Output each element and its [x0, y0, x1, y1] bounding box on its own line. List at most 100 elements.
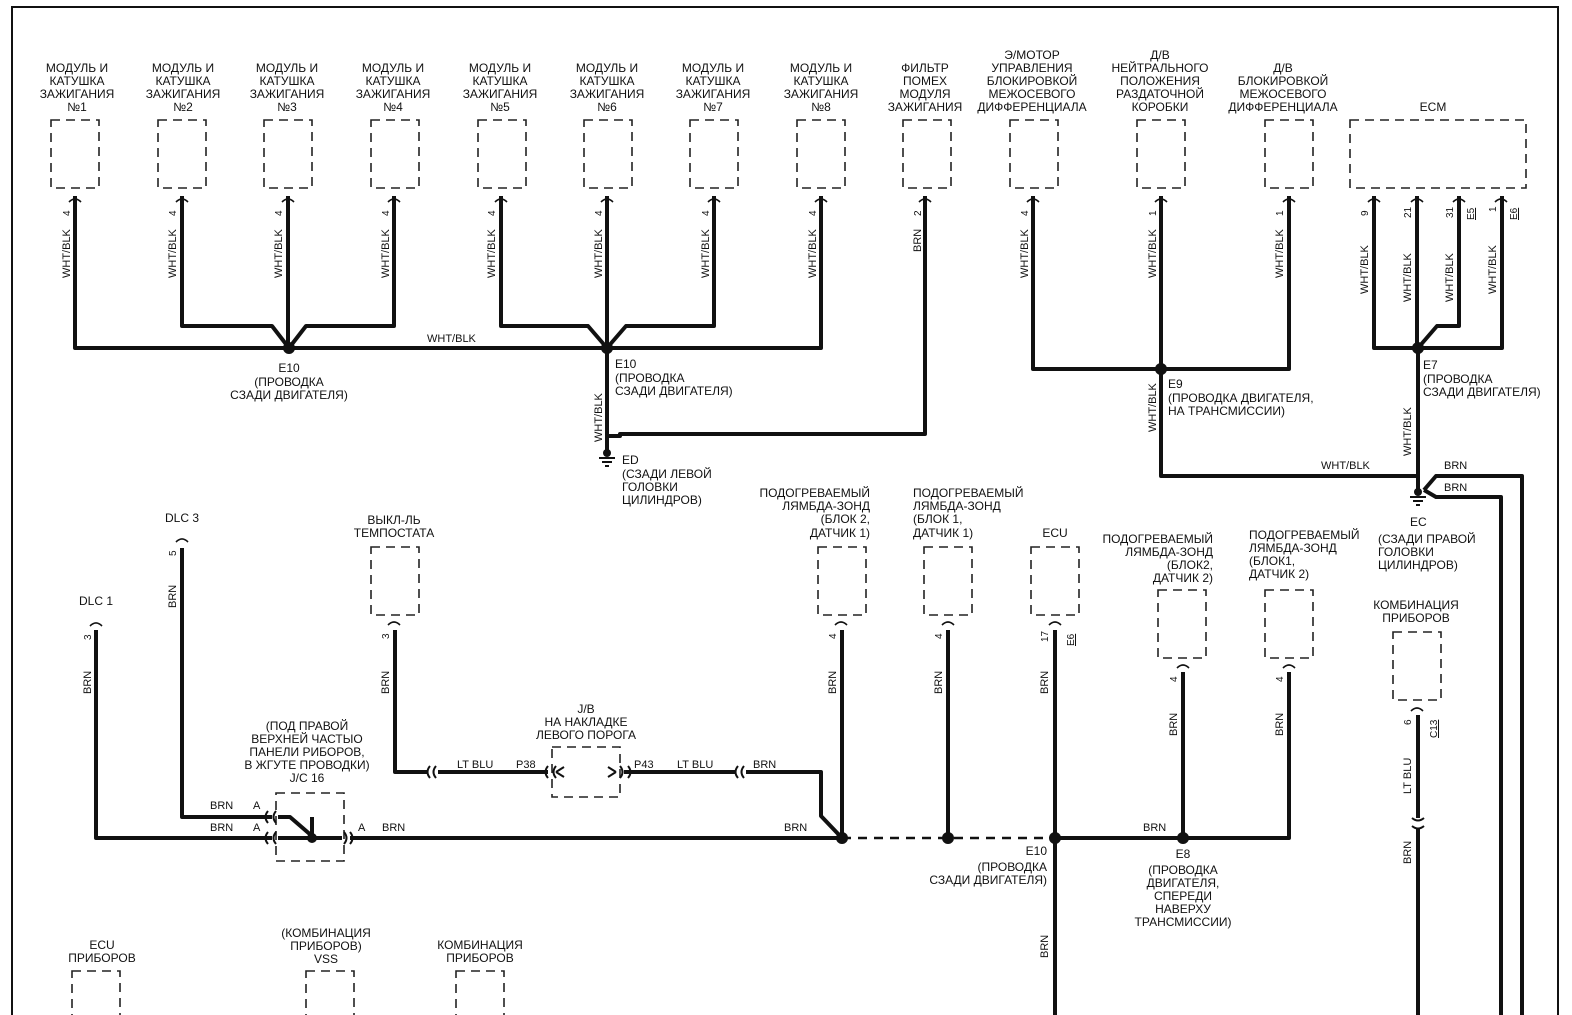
svg-text:17: 17: [1040, 630, 1051, 642]
svg-text:BRN: BRN: [1168, 713, 1180, 736]
svg-text:LT BLU: LT BLU: [457, 759, 493, 771]
svg-text:BRN: BRN: [380, 671, 392, 694]
svg-text:A: A: [253, 822, 261, 834]
svg-text:5: 5: [168, 550, 179, 556]
svg-text:WHT/BLK: WHT/BLK: [593, 228, 605, 278]
svg-text:BRN: BRN: [1143, 822, 1166, 834]
svg-text:31: 31: [1445, 206, 1456, 218]
svg-text:BRN: BRN: [382, 822, 405, 834]
svg-text:WHT/BLK: WHT/BLK: [273, 228, 285, 278]
svg-text:BRN: BRN: [167, 585, 179, 608]
top-splice-dots: [283, 342, 1424, 375]
svg-text:C13: C13: [1429, 719, 1440, 738]
svg-text:WHT/BLK: WHT/BLK: [1019, 228, 1031, 278]
svg-text:E5: E5: [1466, 207, 1477, 220]
svg-text:4: 4: [594, 210, 605, 216]
svg-text:A: A: [358, 822, 366, 834]
svg-text:BRN: BRN: [1274, 713, 1286, 736]
middle-wires: [94, 548, 1420, 1015]
svg-text:WHT/BLK: WHT/BLK: [1487, 244, 1499, 294]
svg-text:4: 4: [828, 633, 839, 639]
svg-text:ECU: ECU: [1042, 526, 1067, 540]
diagram-frame: [11, 6, 1559, 1015]
svg-text:WHT/BLK: WHT/BLK: [1321, 460, 1371, 472]
svg-text:4: 4: [808, 210, 819, 216]
svg-text:WHT/BLK: WHT/BLK: [1359, 244, 1371, 294]
svg-text:3: 3: [83, 634, 94, 640]
svg-text:BRN: BRN: [1039, 935, 1051, 958]
middle-connector-symbols: [264, 765, 1425, 845]
svg-text:BRN: BRN: [933, 671, 945, 694]
svg-text:DLC 3: DLC 3: [165, 511, 199, 525]
svg-text:2: 2: [913, 210, 924, 216]
svg-text:WHT/BLK: WHT/BLK: [1402, 406, 1414, 456]
svg-text:P38: P38: [516, 759, 536, 771]
svg-text:BRN: BRN: [82, 671, 94, 694]
svg-text:E9(ПРОВОДКА ДВИГАТЕЛЯ,НА ТРАНС: E9(ПРОВОДКА ДВИГАТЕЛЯ,НА ТРАНСМИССИИ): [1168, 377, 1314, 418]
ecm: ECM: [1349, 100, 1527, 189]
svg-text:WHT/BLK: WHT/BLK: [486, 228, 498, 278]
svg-text:BRN: BRN: [1444, 482, 1467, 494]
svg-text:A: A: [253, 800, 261, 812]
svg-text:4: 4: [274, 210, 285, 216]
svg-text:E6: E6: [1509, 207, 1520, 220]
top-pin-labels: 4 4 4 4 4 4 4 4 2 4 1 1 9 21 31 E5 1 E6: [62, 206, 1520, 220]
svg-text:WHT/BLK: WHT/BLK: [1274, 228, 1286, 278]
svg-text:WHT/BLK: WHT/BLK: [807, 228, 819, 278]
svg-text:4: 4: [62, 210, 73, 216]
svg-text:4: 4: [1169, 676, 1180, 682]
top-connector-ticks: [68, 198, 1508, 203]
svg-text:WHT/BLK: WHT/BLK: [1147, 228, 1159, 278]
svg-text:P43: P43: [634, 759, 654, 771]
svg-text:1: 1: [1488, 206, 1499, 212]
svg-text:4: 4: [487, 210, 498, 216]
svg-text:WHT/BLK: WHT/BLK: [380, 228, 392, 278]
splice-e9: E9(ПРОВОДКА ДВИГАТЕЛЯ,НА ТРАНСМИССИИ): [1168, 377, 1314, 418]
svg-text:BRN: BRN: [210, 800, 233, 812]
svg-text:WHT/BLK: WHT/BLK: [700, 228, 712, 278]
svg-text:WHT/BLK: WHT/BLK: [1444, 252, 1456, 302]
svg-text:LT BLU: LT BLU: [1402, 758, 1414, 794]
ecu: ECU 17 E6 BRN: [1030, 526, 1080, 694]
